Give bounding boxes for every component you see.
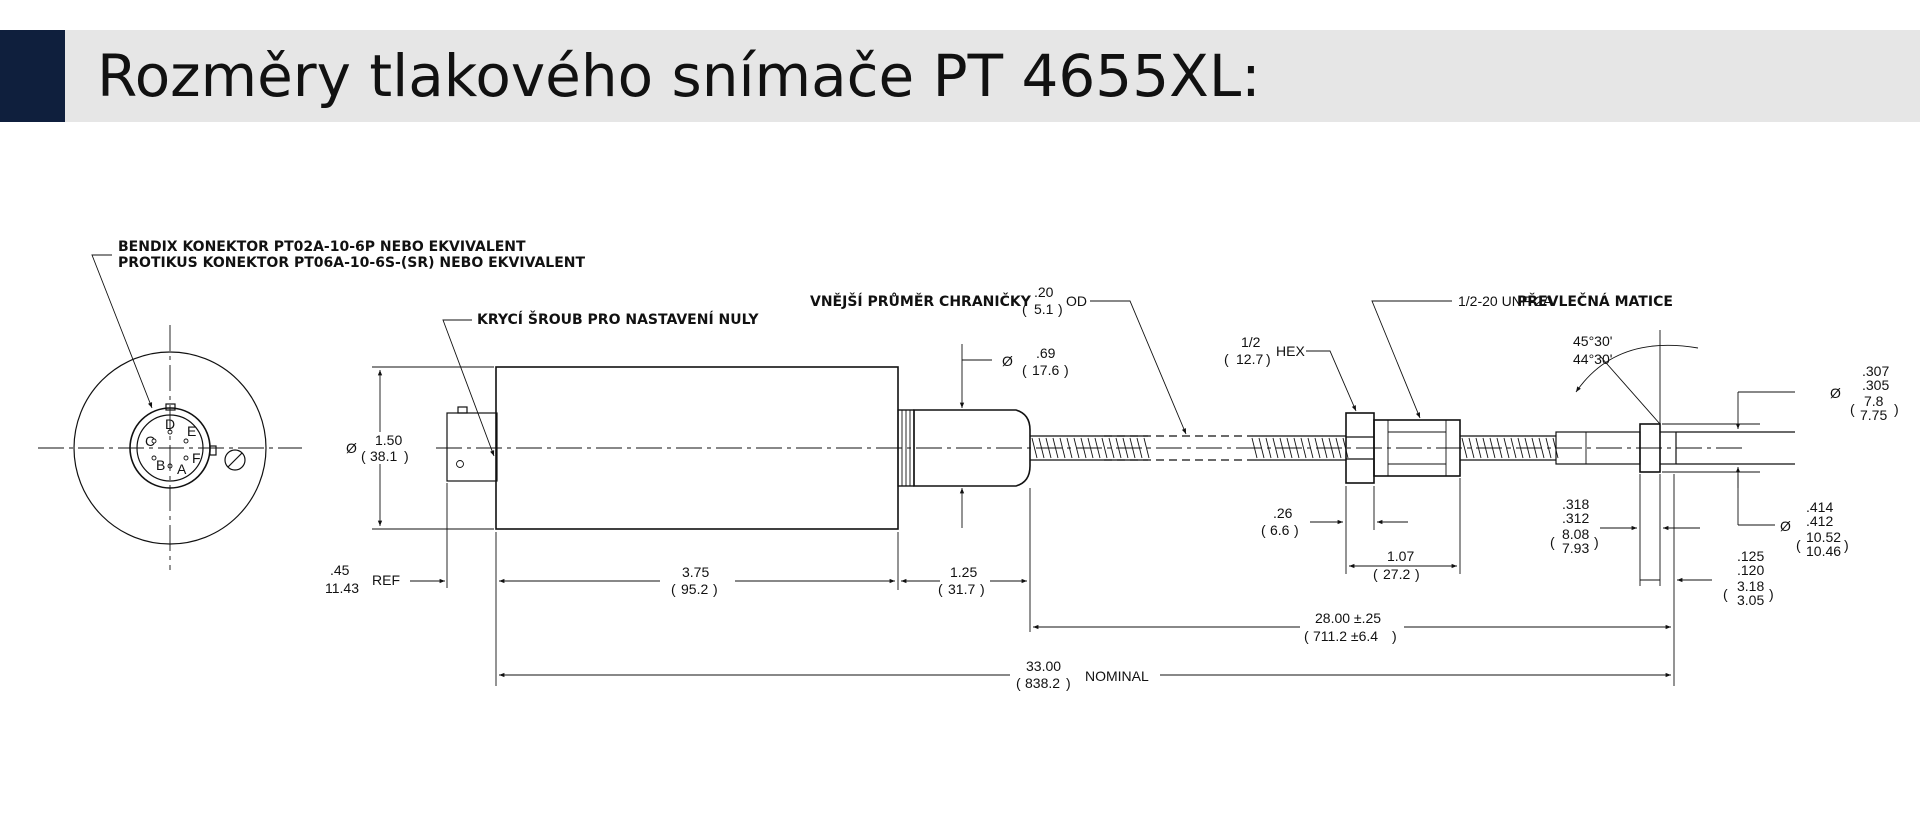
svg-text:(: (	[1723, 586, 1728, 602]
od-label: OD	[1066, 293, 1087, 309]
body-len-inch: 3.75	[682, 564, 709, 580]
neck-dia-mm: 17.6	[1032, 362, 1059, 378]
sheath-od-inch: .20	[1034, 284, 1054, 300]
nut-thread-callout: 1/2-20 UNF-2A	[1458, 293, 1553, 309]
svg-text:(: (	[1224, 351, 1229, 367]
svg-text:(: (	[1373, 566, 1378, 582]
tip-dia-mm2: 7.75	[1860, 407, 1887, 423]
collar-mm1: 8.08	[1562, 526, 1589, 542]
tip-step-mm1: 3.18	[1737, 578, 1764, 594]
pin-label-e: E	[187, 423, 196, 439]
tip-dia-inch2: .305	[1862, 377, 1889, 393]
pin-label-d: D	[165, 416, 175, 432]
collar-dia-mm2: 10.46	[1806, 543, 1841, 559]
collar-mm2: 7.93	[1562, 540, 1589, 556]
sheath-od-mm: 5.1	[1034, 301, 1054, 317]
ref-suffix: REF	[372, 572, 400, 588]
angle-min: 44°30'	[1573, 351, 1612, 367]
svg-text:(: (	[361, 448, 366, 464]
svg-text:): )	[1064, 362, 1069, 378]
sheath-od-callout: VNĚJŠÍ PRŮMĚR CHRANIČKY	[810, 292, 1032, 310]
svg-text:(: (	[1016, 675, 1021, 691]
svg-text:(: (	[1550, 534, 1555, 550]
tip-step-mm2: 3.05	[1737, 592, 1764, 608]
header-band	[0, 30, 1920, 122]
angle-max: 45°30'	[1573, 333, 1612, 349]
neck-dia-inch: .69	[1036, 345, 1056, 361]
collar-dia-inch1: .414	[1806, 499, 1833, 515]
body-dia-inch: 1.50	[375, 432, 402, 448]
hex-thk-mm: 6.6	[1270, 522, 1290, 538]
collar-dia-symbol: Ø	[1780, 518, 1791, 534]
hex-label: HEX	[1276, 343, 1305, 359]
connector-end-view: D E C B A F	[38, 325, 302, 570]
svg-text:(: (	[1304, 628, 1309, 644]
svg-text:): )	[1594, 534, 1599, 550]
svg-text:): )	[713, 581, 718, 597]
svg-text:): )	[1266, 351, 1271, 367]
ref-mm: 11.43	[325, 580, 359, 596]
page-title: Rozměry tlakového snímače PT 4655XL:	[97, 42, 1261, 110]
svg-text:(: (	[671, 581, 676, 597]
pin-label-c: C	[145, 433, 155, 449]
tip-dia-symbol: Ø	[1830, 385, 1841, 401]
collar-inch2: .312	[1562, 510, 1589, 526]
hex-size-inch: 1/2	[1241, 334, 1261, 350]
svg-text:(: (	[1022, 301, 1027, 317]
collar-dia-mm1: 10.52	[1806, 529, 1841, 545]
total-len-suffix: NOMINAL	[1085, 668, 1149, 684]
body-dia-symbol: Ø	[346, 440, 357, 456]
connector-callout-line1: BENDIX KONEKTOR PT02A-10-6P NEBO EKVIVAL…	[118, 239, 526, 255]
neck-len-mm: 31.7	[948, 581, 975, 597]
svg-text:): )	[1844, 537, 1849, 553]
pin-label-f: F	[192, 450, 201, 466]
svg-text:): )	[1894, 401, 1899, 417]
svg-text:(: (	[1022, 362, 1027, 378]
ref-inch: .45	[330, 562, 350, 578]
connector-callout-line2: PROTIKUS KONEKTOR PT06A-10-6S-(SR) NEBO …	[118, 255, 585, 271]
svg-text:(: (	[1796, 537, 1801, 553]
transducer-side-view	[436, 366, 1795, 530]
body-dia-mm: 38.1	[370, 448, 397, 464]
nut-name-callout: PŘEVLEČNÁ MATICE	[1517, 292, 1673, 310]
flex-len-mm: 711.2 ±6.4	[1313, 628, 1378, 644]
svg-text:): )	[1058, 301, 1063, 317]
nut-len-mm: 27.2	[1383, 566, 1410, 582]
body-len-mm: 95.2	[681, 581, 708, 597]
collar-dia-inch2: .412	[1806, 513, 1833, 529]
tip-dia-mm1: 7.8	[1864, 393, 1884, 409]
pin-label-a: A	[177, 461, 187, 477]
svg-text:): )	[1294, 522, 1299, 538]
svg-text:): )	[1066, 675, 1071, 691]
pin-label-b: B	[156, 457, 165, 473]
svg-text:): )	[1392, 628, 1397, 644]
hex-thk-inch: .26	[1273, 505, 1293, 521]
hex-size-mm: 12.7	[1236, 351, 1263, 367]
collar-inch1: .318	[1562, 496, 1589, 512]
tip-step-inch2: .120	[1737, 562, 1764, 578]
svg-text:): )	[980, 581, 985, 597]
svg-text:): )	[1415, 566, 1420, 582]
svg-text:(: (	[1261, 522, 1266, 538]
svg-text:): )	[404, 448, 409, 464]
flex-len-inch: 28.00 ±.25	[1315, 610, 1381, 626]
header-accent-bar	[0, 30, 65, 122]
neck-dia-symbol: Ø	[1002, 353, 1013, 369]
nut-len-inch: 1.07	[1387, 548, 1414, 564]
tip-step-inch1: .125	[1737, 548, 1764, 564]
neck-len-inch: 1.25	[950, 564, 977, 580]
tip-dia-inch1: .307	[1862, 363, 1889, 379]
svg-text:): )	[1769, 586, 1774, 602]
zero-screw-callout: KRYCÍ ŠROUB PRO NASTAVENÍ NULY	[477, 310, 759, 328]
total-len-mm: 838.2	[1025, 675, 1060, 691]
total-len-inch: 33.00	[1026, 658, 1061, 674]
svg-text:(: (	[1850, 401, 1855, 417]
svg-text:(: (	[938, 581, 943, 597]
